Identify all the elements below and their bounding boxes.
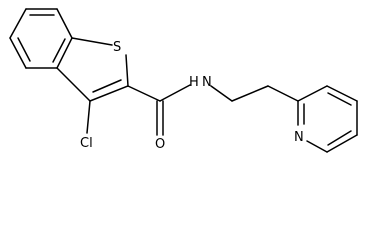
bond-p5-n — [306, 140, 328, 153]
bond-c2-c3 — [89, 85, 129, 102]
pyridine-n-label: N — [294, 130, 304, 145]
double-bond-inner-3 — [52, 38, 66, 63]
bond-b5-b6 — [9, 37, 27, 69]
bond-c3-cl — [86, 100, 91, 134]
benzene-ring — [9, 8, 73, 69]
bond-carbonyl-n — [159, 84, 191, 102]
structure-canvas: S Cl O N H N — [9, 8, 358, 153]
pyridine-double-1 — [327, 92, 352, 106]
chlorine-label: Cl — [80, 136, 93, 151]
chemical-structure: S Cl O N H N — [9, 8, 358, 153]
bond-p4-p5 — [326, 134, 358, 153]
bond-s-c2 — [125, 54, 129, 87]
bond-b3-b4 — [56, 37, 73, 69]
sulfur-label: S — [113, 40, 121, 55]
pyridine-ring — [297, 85, 358, 153]
bond-c2-carbonyl — [127, 85, 161, 102]
bond-c3a-s — [71, 37, 113, 46]
amide-h-label: H — [189, 75, 199, 90]
bond-n-ch2a — [210, 85, 233, 102]
thiophene-ring — [56, 37, 129, 102]
double-bond-inner-2 — [17, 37, 31, 62]
amide-n-label: N — [202, 75, 212, 90]
bond-ch2b-py — [267, 85, 299, 102]
bond-b2-b3 — [56, 8, 73, 39]
bond-b6-b1 — [9, 8, 27, 39]
bond-p1-p2 — [297, 85, 328, 102]
bond-p2-p3 — [326, 85, 358, 102]
bond-c3-c3a — [56, 67, 91, 102]
double-bond-c2-c3-inner — [92, 79, 122, 93]
oxygen-label: O — [155, 137, 165, 152]
pyridine-double-2 — [327, 130, 352, 146]
bond-ch2a-ch2b — [231, 85, 269, 102]
